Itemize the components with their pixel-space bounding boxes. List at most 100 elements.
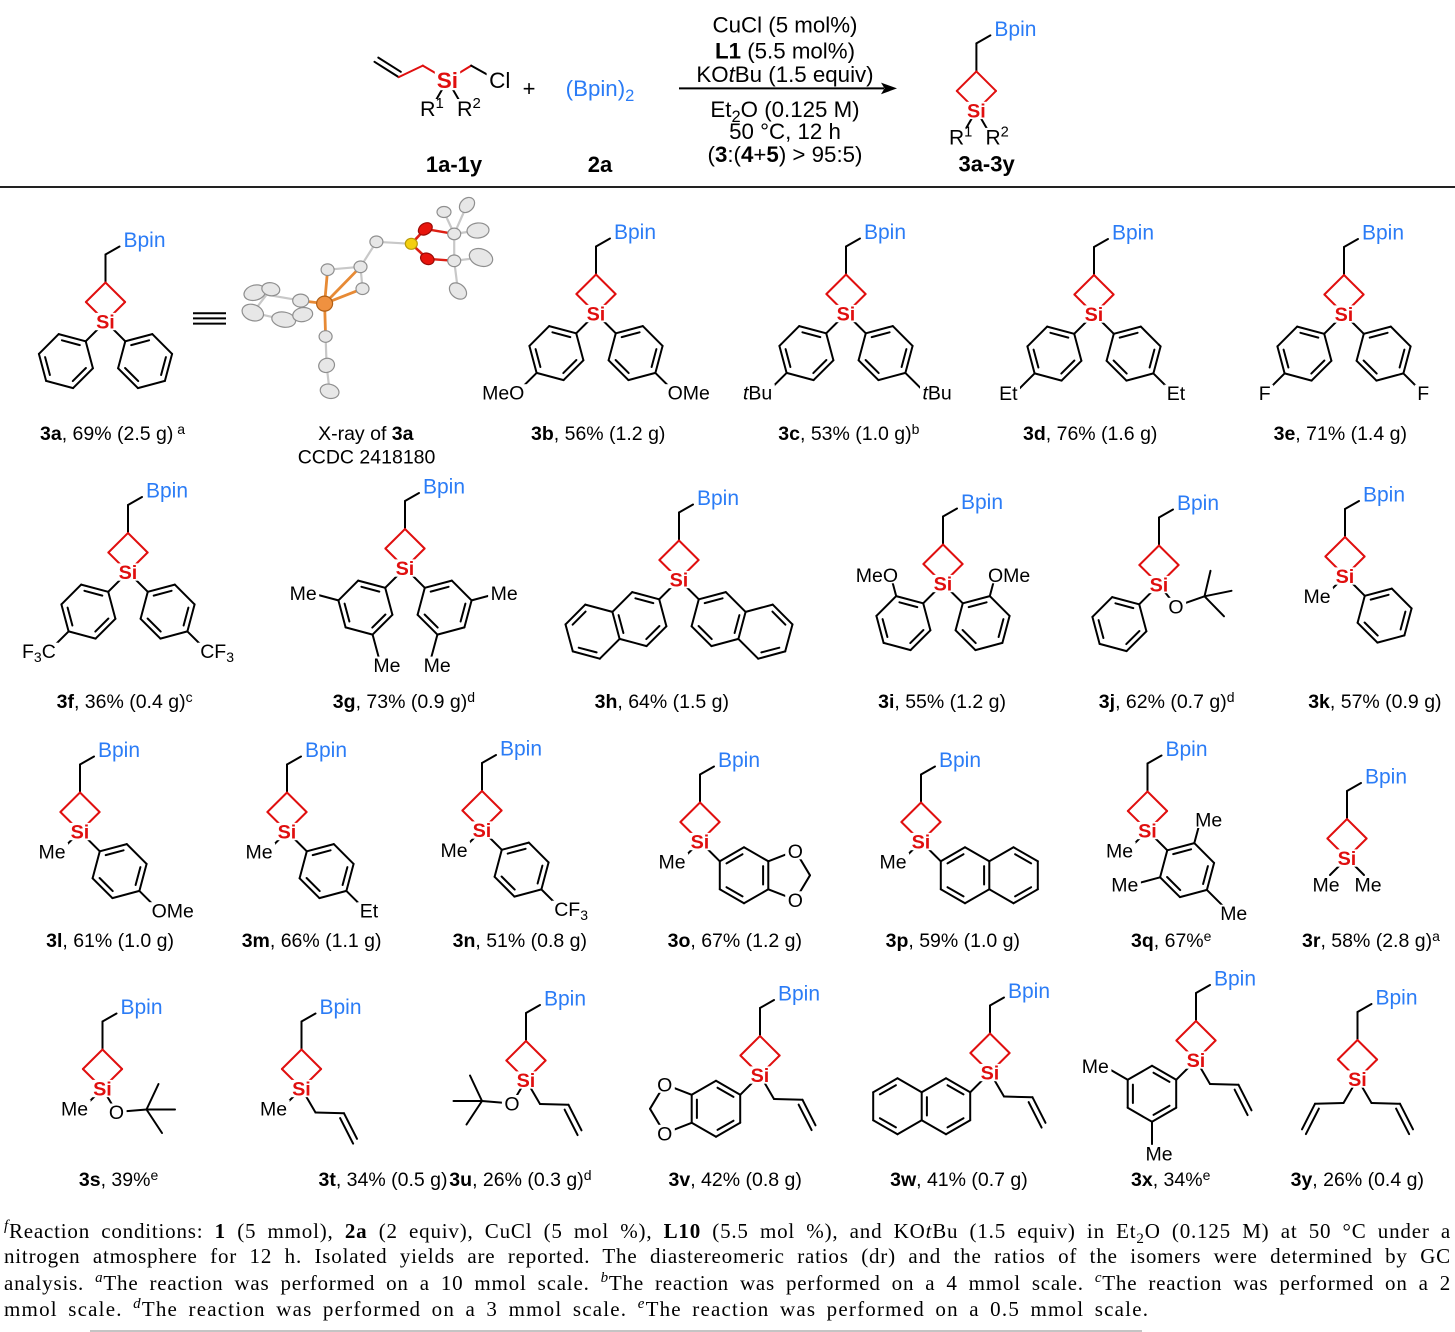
svg-text:Bpin: Bpin bbox=[1008, 980, 1050, 1003]
svg-text:Me: Me bbox=[424, 655, 451, 677]
svg-text:CF3: CF3 bbox=[200, 641, 234, 665]
svg-text:Me: Me bbox=[1195, 810, 1222, 832]
svg-text:3w, 41% (0.7 g): 3w, 41% (0.7 g) bbox=[890, 1169, 1028, 1191]
svg-text:Bpin: Bpin bbox=[1363, 484, 1405, 507]
svg-text:Me: Me bbox=[491, 583, 518, 605]
svg-text:3x, 34%e: 3x, 34%e bbox=[1131, 1167, 1211, 1191]
svg-text:Si: Si bbox=[837, 304, 856, 326]
svg-text:3f, 36% (0.4 g)c: 3f, 36% (0.4 g)c bbox=[57, 689, 193, 713]
svg-text:Bpin: Bpin bbox=[121, 996, 163, 1019]
svg-text:CF3: CF3 bbox=[554, 899, 588, 923]
svg-text:F: F bbox=[1259, 383, 1271, 405]
svg-text:Si: Si bbox=[1150, 575, 1169, 597]
svg-text:Si: Si bbox=[1187, 1050, 1206, 1072]
svg-text:3b, 56% (1.2 g): 3b, 56% (1.2 g) bbox=[531, 423, 665, 445]
svg-text:3i, 55% (1.2 g): 3i, 55% (1.2 g) bbox=[878, 691, 1006, 713]
svg-text:Si: Si bbox=[93, 1079, 112, 1101]
svg-text:3m, 66% (1.1 g): 3m, 66% (1.1 g) bbox=[242, 930, 382, 952]
svg-text:CCDC 2418180: CCDC 2418180 bbox=[298, 447, 436, 469]
svg-text:tBu: tBu bbox=[743, 383, 772, 405]
svg-text:3h, 64% (1.5 g): 3h, 64% (1.5 g) bbox=[595, 691, 729, 713]
svg-text:1a-1y: 1a-1y bbox=[426, 152, 483, 177]
svg-text:3q, 67%e: 3q, 67%e bbox=[1131, 928, 1212, 952]
svg-text:Me: Me bbox=[1304, 586, 1331, 608]
svg-text:Si: Si bbox=[437, 68, 458, 93]
svg-text:Si: Si bbox=[71, 822, 90, 844]
svg-text:Si: Si bbox=[292, 1079, 311, 1101]
svg-text:Me: Me bbox=[1111, 875, 1138, 897]
svg-text:+: + bbox=[523, 76, 536, 101]
svg-text:Si: Si bbox=[670, 570, 689, 592]
svg-text:Bpin: Bpin bbox=[614, 221, 656, 244]
svg-text:3c, 53% (1.0 g)b: 3c, 53% (1.0 g)b bbox=[778, 421, 919, 445]
svg-text:Bpin: Bpin bbox=[864, 221, 906, 244]
svg-text:O: O bbox=[109, 1102, 124, 1124]
svg-text:Bpin: Bpin bbox=[98, 739, 140, 762]
svg-text:Bpin: Bpin bbox=[305, 739, 347, 762]
svg-text:Me: Me bbox=[659, 851, 686, 873]
svg-text:Me: Me bbox=[1106, 840, 1133, 862]
svg-text:3j, 62% (0.7 g)d: 3j, 62% (0.7 g)d bbox=[1099, 689, 1235, 713]
svg-text:Me: Me bbox=[1313, 875, 1340, 897]
svg-text:3a-3y: 3a-3y bbox=[958, 152, 1015, 177]
svg-text:Cl: Cl bbox=[489, 68, 510, 93]
svg-text:3u, 26% (0.3 g)d: 3u, 26% (0.3 g)d bbox=[449, 1167, 591, 1191]
svg-text:Bpin: Bpin bbox=[423, 476, 465, 499]
svg-text:Si: Si bbox=[967, 101, 986, 123]
svg-text:Bpin: Bpin bbox=[1166, 738, 1208, 761]
svg-text:Me: Me bbox=[880, 851, 907, 873]
svg-text:Bpin: Bpin bbox=[994, 18, 1036, 41]
svg-text:Bpin: Bpin bbox=[961, 491, 1003, 514]
svg-text:Bpin: Bpin bbox=[697, 487, 739, 510]
svg-text:Si: Si bbox=[278, 822, 297, 844]
svg-text:Si: Si bbox=[912, 832, 931, 854]
svg-text:Me: Me bbox=[1220, 903, 1247, 925]
svg-text:Et: Et bbox=[999, 383, 1018, 405]
svg-text:Bpin: Bpin bbox=[718, 749, 760, 772]
svg-text:3l, 61% (1.0 g): 3l, 61% (1.0 g) bbox=[46, 930, 174, 952]
svg-text:O: O bbox=[657, 1123, 672, 1145]
svg-text:Et: Et bbox=[360, 901, 379, 923]
svg-text:Me: Me bbox=[246, 841, 273, 863]
svg-text:O: O bbox=[788, 841, 803, 863]
svg-text:Et: Et bbox=[1167, 383, 1186, 405]
svg-text:Bpin: Bpin bbox=[1362, 222, 1404, 245]
svg-text:3o, 67% (1.2 g): 3o, 67% (1.2 g) bbox=[668, 930, 802, 952]
svg-text:Si: Si bbox=[473, 820, 492, 842]
svg-text:3g, 73% (0.9 g)d: 3g, 73% (0.9 g)d bbox=[333, 689, 475, 713]
svg-text:3t, 34% (0.5 g): 3t, 34% (0.5 g) bbox=[319, 1169, 448, 1191]
svg-text:Si: Si bbox=[587, 304, 606, 326]
svg-text:Bpin: Bpin bbox=[1365, 766, 1407, 789]
svg-text:MeO: MeO bbox=[856, 565, 898, 587]
svg-text:Me: Me bbox=[373, 655, 400, 677]
svg-text:Si: Si bbox=[1338, 848, 1357, 870]
svg-text:Si: Si bbox=[96, 312, 115, 334]
svg-text:OMe: OMe bbox=[668, 383, 710, 405]
svg-text:OMe: OMe bbox=[152, 901, 194, 923]
svg-text:Bpin: Bpin bbox=[1112, 222, 1154, 245]
svg-text:F: F bbox=[1417, 383, 1429, 405]
svg-text:Si: Si bbox=[1336, 566, 1355, 588]
svg-text:Si: Si bbox=[981, 1063, 1000, 1085]
svg-text:3r, 58% (2.8 g)a: 3r, 58% (2.8 g)a bbox=[1302, 928, 1440, 952]
svg-text:Bpin: Bpin bbox=[320, 996, 362, 1019]
svg-text:3p, 59% (1.0 g): 3p, 59% (1.0 g) bbox=[886, 930, 1020, 952]
svg-text:R2: R2 bbox=[457, 95, 481, 121]
svg-text:Si: Si bbox=[1335, 304, 1354, 326]
svg-text:KOtBu (1.5 equiv): KOtBu (1.5 equiv) bbox=[696, 62, 873, 87]
svg-text:Si: Si bbox=[119, 562, 138, 584]
svg-text:X-ray of 3a: X-ray of 3a bbox=[318, 423, 414, 445]
svg-text:MeO: MeO bbox=[482, 383, 524, 405]
svg-text:O: O bbox=[788, 890, 803, 912]
svg-text:Si: Si bbox=[396, 558, 415, 580]
svg-text:O: O bbox=[504, 1094, 519, 1116]
svg-text:R1: R1 bbox=[420, 95, 444, 121]
svg-text:Me: Me bbox=[441, 840, 468, 862]
svg-text:Bpin: Bpin bbox=[124, 229, 166, 252]
svg-text:3e, 71% (1.4 g): 3e, 71% (1.4 g) bbox=[1274, 423, 1407, 445]
svg-text:Bpin: Bpin bbox=[500, 738, 542, 761]
svg-text:Me: Me bbox=[61, 1098, 88, 1120]
svg-text:3v, 42% (0.8 g): 3v, 42% (0.8 g) bbox=[669, 1169, 802, 1191]
svg-text:Si: Si bbox=[517, 1070, 536, 1092]
svg-text:Si: Si bbox=[1138, 821, 1157, 843]
